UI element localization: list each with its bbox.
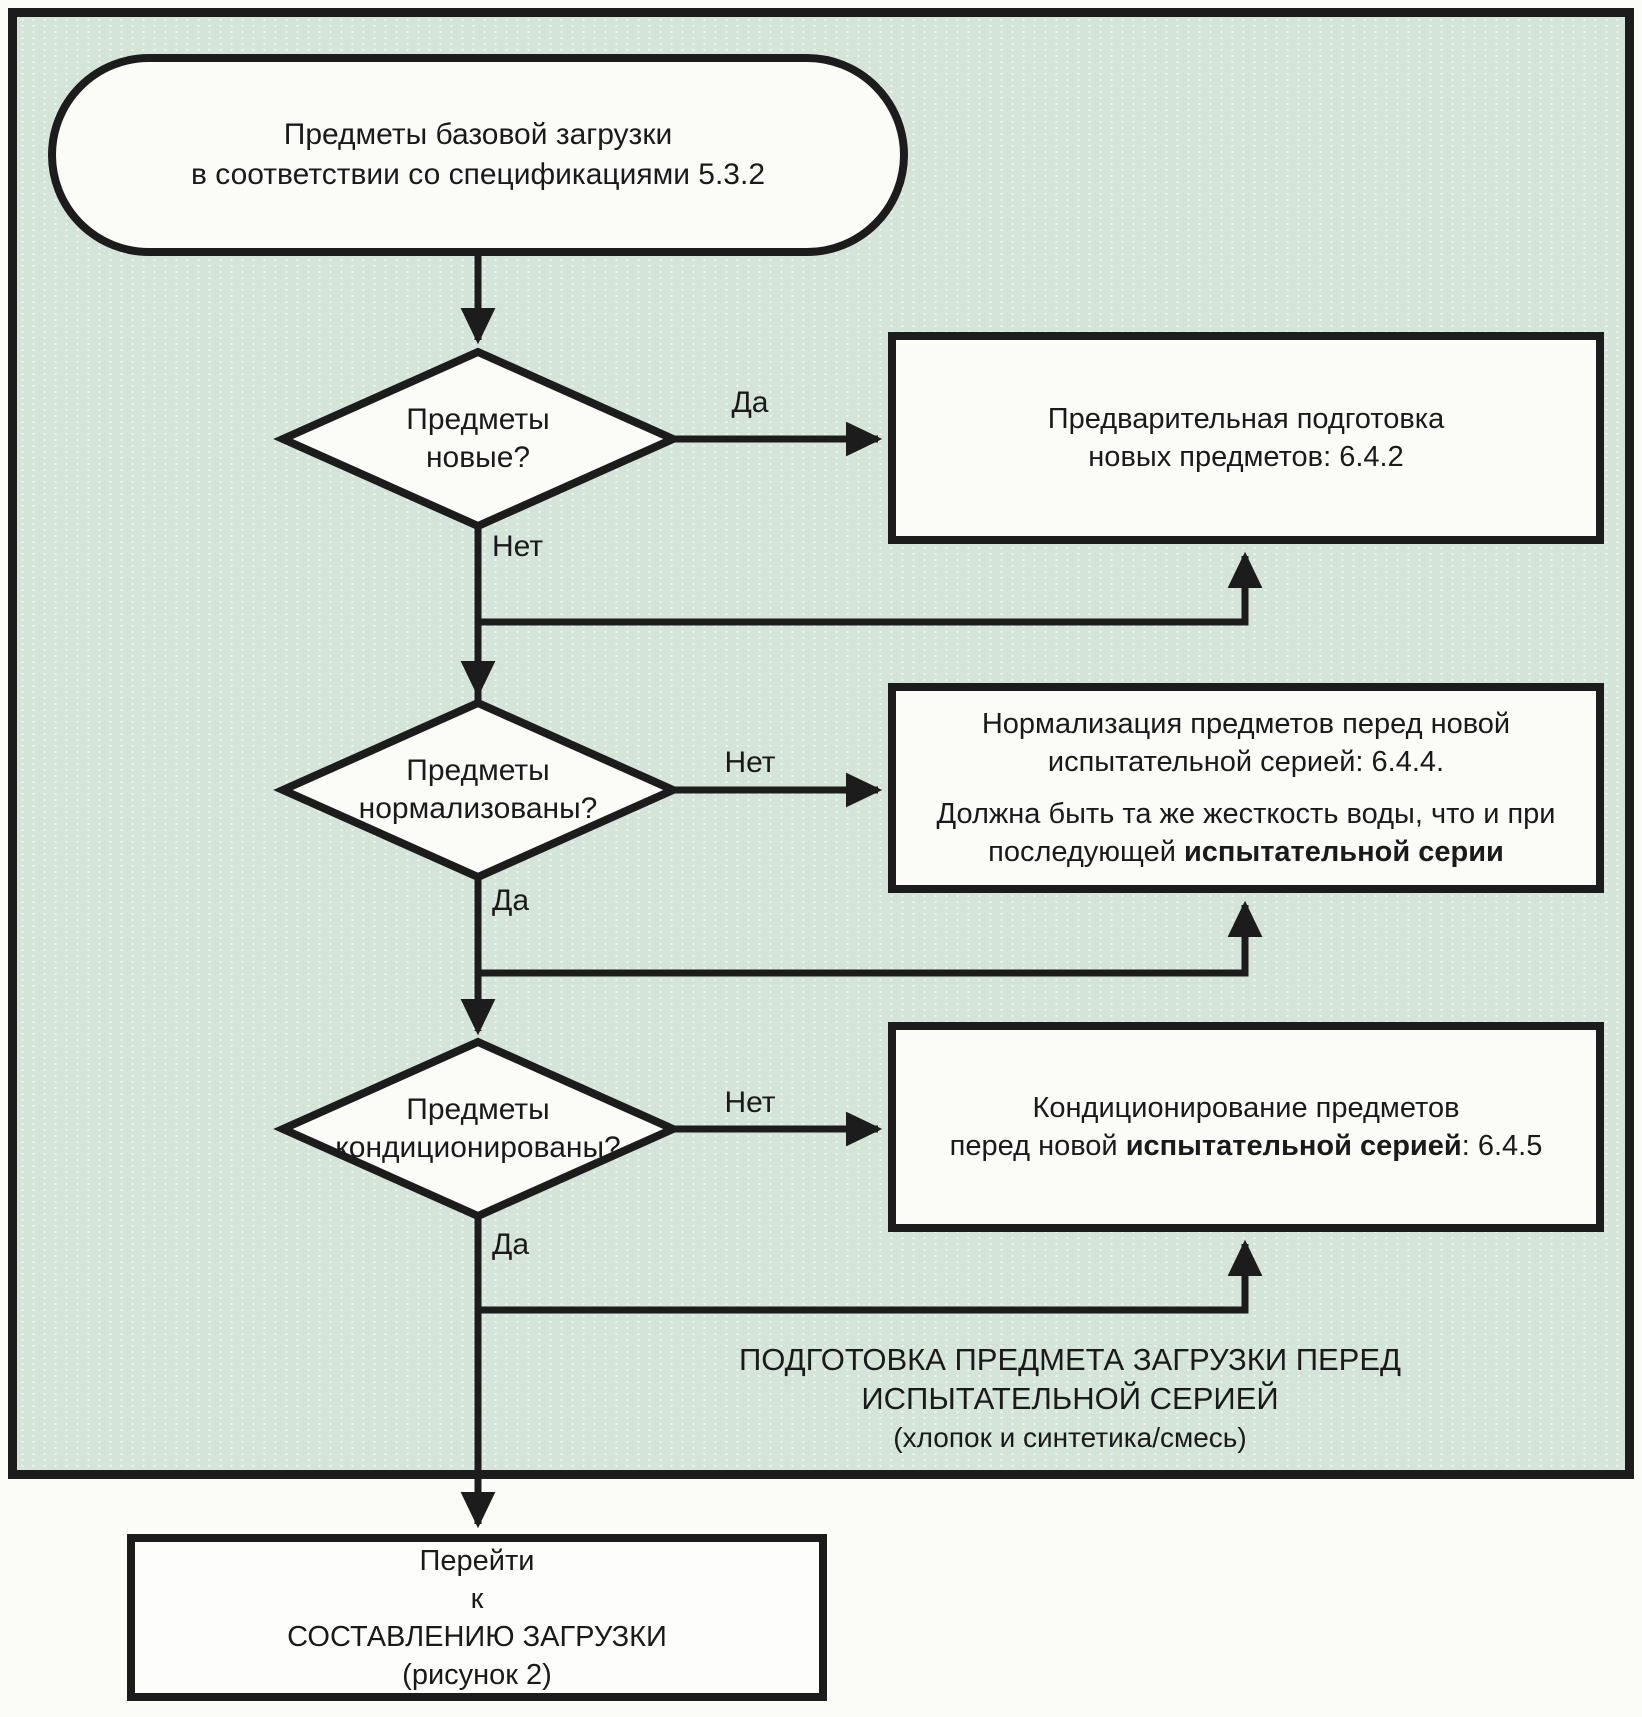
normalize-para2-line1: Должна быть та же жесткость воды, что и …: [936, 798, 1556, 830]
decision-normalized-line2: нормализованы?: [358, 792, 598, 825]
edge-label-no-1: Нет: [492, 530, 544, 563]
decision-conditioned-label: Предметы кондиционированы?: [283, 1042, 673, 1216]
end-line4: (рисунок 2): [402, 1658, 552, 1691]
decision-new-line2: новые?: [425, 441, 531, 474]
end-line3: СОСТАВЛЕНИЮ ЗАГРУЗКИ: [287, 1620, 667, 1653]
decision-new-label: Предметы новые?: [283, 352, 673, 526]
pretreat-line1: Предварительная подготовка: [1047, 403, 1445, 435]
end-line2: к: [470, 1582, 484, 1615]
edge-label-yes-1: Да: [731, 386, 769, 419]
decision-conditioned-line1: Предметы: [406, 1093, 550, 1126]
condition-line2-prefix: перед новой: [949, 1130, 1126, 1162]
condition-line2-bold: испытательной серией: [1125, 1130, 1462, 1162]
decision-new-line1: Предметы: [406, 403, 550, 436]
start-line1: Предметы базовой загрузки: [283, 118, 673, 151]
caption-line3: (хлопок и синтетика/смесь): [893, 1422, 1247, 1453]
normalize-para1-line2: испытательной серией: 6.4.4.: [1047, 746, 1445, 778]
caption-line2: ИСПЫТАТЕЛЬНОЙ СЕРИЕЙ: [861, 1381, 1279, 1416]
decision-normalized-label: Предметы нормализованы?: [283, 703, 673, 877]
condition-line2-suffix: : 6.4.5: [1461, 1130, 1543, 1162]
caption-line1: ПОДГОТОВКА ПРЕДМЕТА ЗАГРУЗКИ ПЕРЕД: [738, 1342, 1402, 1377]
end-goto-box: Перейти к СОСТАВЛЕНИЮ ЗАГРУЗКИ (рисунок …: [127, 1534, 827, 1701]
diagram-caption: ПОДГОТОВКА ПРЕДМЕТА ЗАГРУЗКИ ПЕРЕД ИСПЫТ…: [620, 1340, 1520, 1456]
edge-label-no-3: Нет: [724, 1086, 776, 1119]
condition-line2: перед новой испытательной серией: 6.4.5: [950, 1127, 1543, 1165]
edge-label-yes-2: Да: [492, 884, 530, 917]
process-condition-box: Кондиционирование предметов перед новой …: [888, 1022, 1604, 1232]
start-line2: в соответствии со спецификациями 5.3.2: [190, 158, 766, 191]
normalize-para1-line1: Нормализация предметов перед новой: [981, 708, 1511, 740]
edge-label-no-2: Нет: [724, 746, 776, 779]
normalize-para2-line2-prefix: последующей: [988, 836, 1184, 868]
normalize-para2-line2-bold: испытательной серии: [1183, 836, 1504, 868]
decision-conditioned-line2: кондиционированы?: [335, 1131, 621, 1164]
start-terminator: Предметы базовой загрузки в соответствии…: [48, 54, 908, 256]
end-line1: Перейти: [419, 1544, 535, 1577]
process-pretreat-box: Предварительная подготовка новых предмет…: [888, 332, 1604, 544]
pretreat-line2: новых предметов: 6.4.2: [1088, 441, 1404, 473]
process-normalize-box: Нормализация предметов перед новой испыт…: [888, 683, 1604, 893]
condition-line1: Кондиционирование предметов: [1032, 1092, 1460, 1124]
edge-label-yes-3: Да: [492, 1228, 530, 1261]
decision-normalized-line1: Предметы: [406, 754, 550, 787]
normalize-para2-line2: последующей испытательной серии: [988, 833, 1504, 871]
